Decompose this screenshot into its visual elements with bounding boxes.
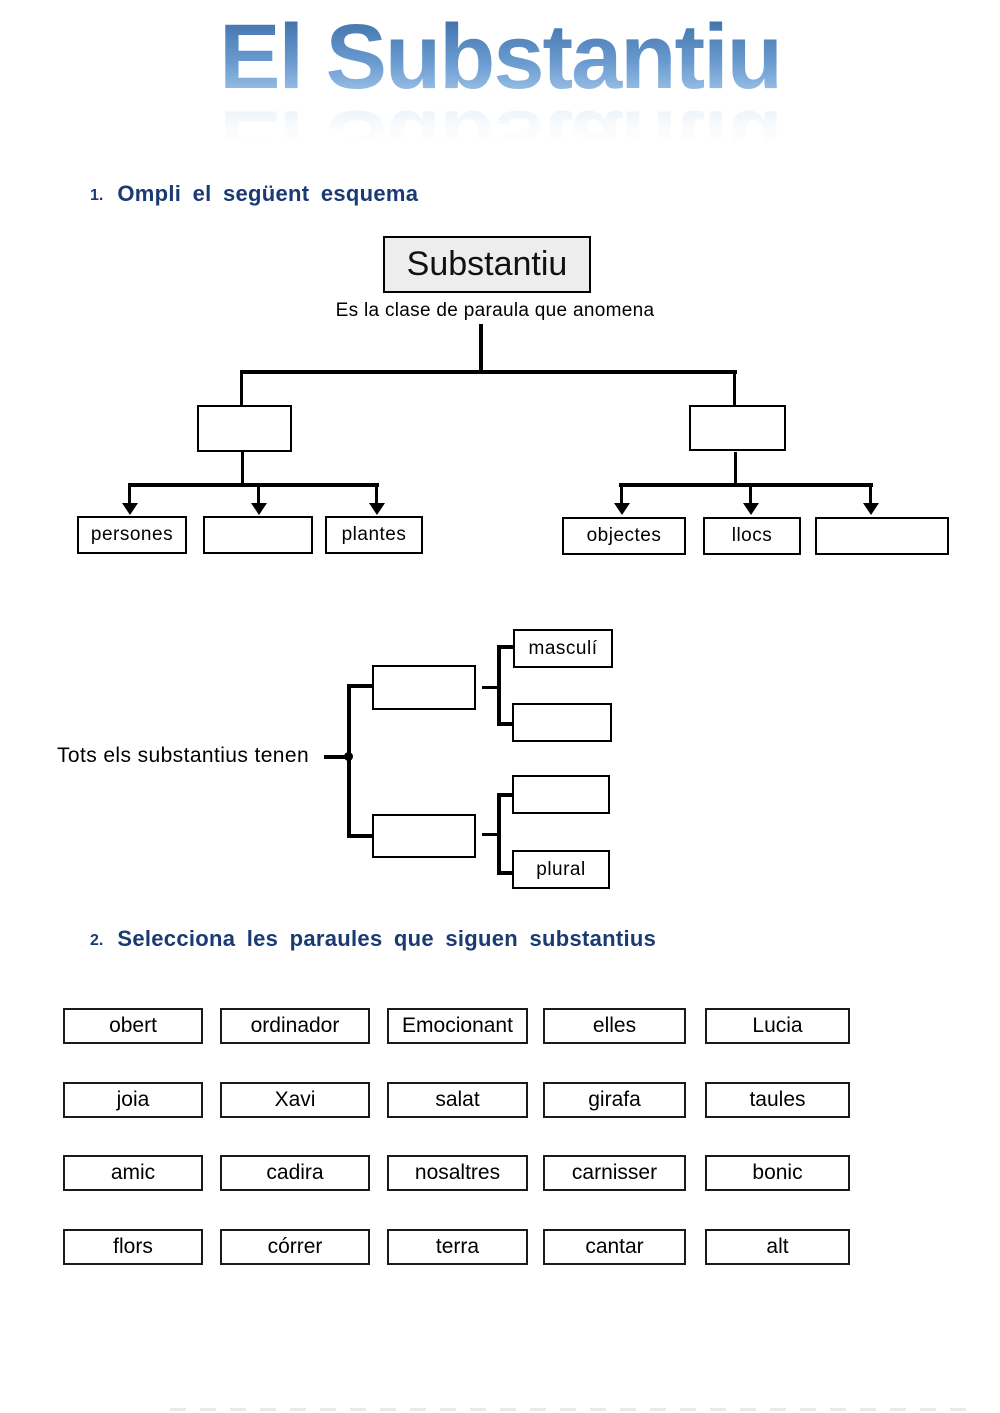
connector-line (619, 483, 873, 487)
word-option-terra[interactable]: terra (387, 1229, 528, 1265)
leaf-box-persones: persones (77, 516, 187, 554)
word-option-amic[interactable]: amic (63, 1155, 203, 1191)
classification-answer-box-bottom[interactable] (372, 814, 476, 858)
section2-title: Selecciona les paraules que siguen subst… (117, 926, 657, 951)
word-option-joia[interactable]: joia (63, 1082, 203, 1118)
word-option-ordinador[interactable]: ordinador (220, 1008, 370, 1044)
connector-line (240, 370, 737, 374)
classification-answer-box-top[interactable] (372, 665, 476, 710)
tree-branch-left-answer-box[interactable] (197, 405, 292, 452)
connector-line (479, 324, 483, 373)
word-option-elles[interactable]: elles (543, 1008, 686, 1044)
arrow-down-icon (251, 503, 267, 515)
section2-number: 2. (90, 932, 104, 949)
bracket-line (347, 684, 373, 688)
worksheet-title: El Substantiu (219, 6, 783, 108)
word-option-salat[interactable]: salat (387, 1082, 528, 1118)
word-option-flors[interactable]: flors (63, 1229, 203, 1265)
arrow-down-icon (863, 503, 879, 515)
word-option-nosaltres[interactable]: nosaltres (387, 1155, 528, 1191)
option-box-masculi: masculí (513, 629, 613, 668)
connector-line (128, 483, 379, 487)
section1-heading: 1. Ompli el següent esquema (90, 181, 418, 207)
bracket-line (497, 793, 514, 797)
arrow-down-icon (122, 503, 138, 515)
arrow-line (375, 483, 378, 504)
word-option-emocionant[interactable]: Emocionant (387, 1008, 528, 1044)
connector-line (733, 370, 736, 407)
connector-line (240, 370, 243, 407)
classification-label: Tots els substantius tenen (57, 744, 310, 767)
title-reflection: El Substantiu (0, 93, 1000, 148)
option-answer-box-femeni[interactable] (512, 703, 612, 742)
leaf-box-objectes: objectes (562, 517, 686, 555)
option-answer-box-singular[interactable] (512, 775, 610, 814)
word-option-cantar[interactable]: cantar (543, 1229, 686, 1265)
word-option-lucia[interactable]: Lucia (705, 1008, 850, 1044)
bracket-line (347, 684, 351, 838)
section1-number: 1. (90, 187, 104, 204)
connector-line (241, 452, 244, 485)
connector-line (324, 755, 350, 759)
arrow-down-icon (369, 503, 385, 515)
word-option-xavi[interactable]: Xavi (220, 1082, 370, 1118)
arrow-line (620, 483, 623, 504)
word-option-carnisser[interactable]: carnisser (543, 1155, 686, 1191)
leaf-answer-box-left[interactable] (203, 516, 313, 554)
word-option-girafa[interactable]: girafa (543, 1082, 686, 1118)
bracket-line (482, 686, 499, 689)
section2-heading: 2. Selecciona les paraules que siguen sub… (90, 926, 656, 952)
tree-branch-right-answer-box[interactable] (689, 405, 786, 451)
word-option-alt[interactable]: alt (705, 1229, 850, 1265)
root-caption: Es la clase de paraula que anomena (335, 300, 655, 321)
bracket-line (497, 722, 514, 726)
bracket-line (497, 645, 501, 726)
arrow-line (128, 483, 131, 504)
arrow-line (749, 483, 752, 504)
word-option-bonic[interactable]: bonic (705, 1155, 850, 1191)
bracket-line (497, 793, 501, 875)
bracket-line (347, 834, 373, 838)
arrow-down-icon (743, 503, 759, 515)
word-option-taules[interactable]: taules (705, 1082, 850, 1118)
substantiu-root-box: Substantiu (383, 236, 591, 293)
arrow-line (869, 483, 872, 504)
word-option-correr[interactable]: córrer (220, 1229, 370, 1265)
connector-line (734, 452, 737, 485)
bracket-line (497, 871, 514, 875)
leaf-box-llocs: llocs (703, 517, 801, 555)
bracket-line (482, 833, 499, 836)
bracket-line (497, 645, 514, 649)
leaf-answer-box-right[interactable] (815, 517, 949, 555)
arrow-line (257, 483, 260, 504)
leaf-box-plantes: plantes (325, 516, 423, 554)
cut-off-text-line (170, 1408, 980, 1411)
word-option-obert[interactable]: obert (63, 1008, 203, 1044)
word-option-cadira[interactable]: cadira (220, 1155, 370, 1191)
title-block: El Substantiu El Substantiu (0, 6, 1000, 148)
section1-title: Ompli el següent esquema (117, 181, 419, 206)
arrow-down-icon (614, 503, 630, 515)
option-box-plural: plural (512, 850, 610, 889)
